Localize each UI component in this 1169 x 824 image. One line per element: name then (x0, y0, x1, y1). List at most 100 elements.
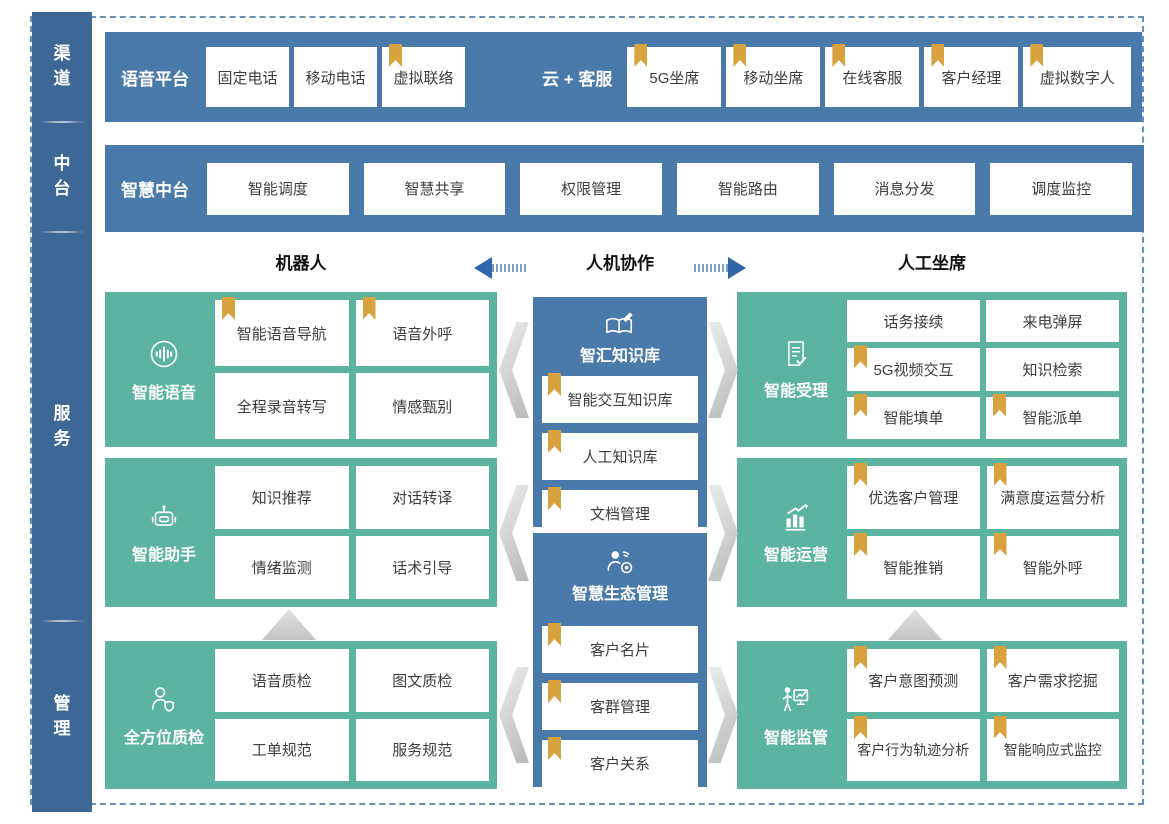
block-eco-management: 智慧生态管理 客户名片 客群管理 客户关系 (533, 533, 707, 787)
node-label: 满意度运营分析 (1000, 490, 1106, 507)
node-label: 全程录音转写 (236, 398, 327, 416)
layer-label: 中台 (53, 154, 71, 198)
node-label: 情感甄别 (392, 398, 453, 416)
node-label: 智能推销 (883, 560, 944, 577)
block-title: 智能受理 (763, 383, 828, 400)
layer-sidebar: 渠道 中台 服务 管理 (32, 12, 92, 812)
bookmark-icon (854, 463, 867, 486)
block-label: 智能监管 (745, 649, 847, 781)
node-knowledge-recommend: 知识推荐 (215, 466, 349, 529)
node-smart-routing: 智能路由 (677, 162, 819, 215)
node-label: 移动坐席 (743, 69, 804, 87)
node-label: 客户经理 (941, 69, 1002, 87)
bookmark-icon (733, 44, 747, 67)
arrow-right-icon (694, 257, 746, 279)
bookmark-icon (993, 646, 1007, 669)
block-knowledge-base: 智汇知识库 智能交互知识库 人工知识库 文档管理 (533, 297, 707, 537)
node-account-manager: 客户经理 (924, 44, 1019, 107)
doc-check-icon (780, 338, 812, 370)
node-label: 客户关系 (589, 756, 650, 773)
node-label: 权限管理 (561, 181, 622, 198)
node-behavior-trajectory-analysis: 客户行为轨迹分析 (847, 716, 980, 781)
arrow-left-icon (474, 257, 526, 279)
inspector-icon (147, 683, 181, 717)
column-header-collaboration: 人机协作 (586, 254, 654, 273)
node-label: 知识检索 (1022, 361, 1083, 379)
node-label: 知识推荐 (251, 490, 312, 507)
node-smart-promotion: 智能推销 (847, 533, 980, 599)
node-label: 5G坐席 (649, 69, 700, 87)
node-script-guidance: 话术引导 (355, 536, 489, 599)
sidebar-section-service: 服务 (32, 233, 92, 620)
node-online-service: 在线客服 (825, 44, 920, 107)
block-title: 智能助手 (131, 547, 196, 564)
bookmark-icon (548, 430, 561, 453)
node-voice-navigation: 智能语音导航 (215, 297, 349, 366)
panel-title: 智慧中台 (121, 181, 189, 200)
block-nodes: 智能语音导航 语音外呼 全程录音转写 情感甄别 (215, 297, 489, 439)
bookmark-icon (854, 393, 867, 417)
bookmark-icon (993, 533, 1007, 556)
block-nodes: 客户意图预测 客户需求挖掘 客户行为轨迹分析 智能响应式监控 (847, 646, 1119, 781)
block-title: 智汇知识库 (579, 348, 660, 365)
bookmark-icon (362, 297, 376, 320)
node-label: 移动电话 (305, 69, 366, 87)
node-label: 文档管理 (589, 506, 650, 523)
block-title: 智能语音 (131, 385, 196, 402)
block-label: 智能语音 (113, 300, 215, 439)
bookmark-icon (931, 44, 945, 67)
eco-person-icon (602, 546, 638, 578)
node-smart-dispatch: 智能调度 (207, 162, 349, 215)
sidebar-divider (39, 121, 85, 123)
block-smart-acceptance: 智能受理 话务接续 来电弹屏 5G视频交互 知识检索 智能填单 智能派单 (737, 292, 1127, 447)
node-interactive-kb: 智能交互知识库 (542, 373, 698, 423)
block-nodes: 话务接续 来电弹屏 5G视频交互 知识检索 智能填单 智能派单 (847, 300, 1119, 439)
node-label: 语音质检 (251, 672, 312, 690)
block-smart-voice: 智能语音 智能语音导航 语音外呼 全程录音转写 情感甄别 (105, 292, 497, 447)
node-label: 客户需求挖掘 (1007, 673, 1098, 690)
sidebar-section-channel: 渠道 (32, 12, 92, 121)
node-label: 消息分发 (874, 181, 935, 198)
bookmark-icon (634, 44, 648, 67)
node-label: 调度监控 (1031, 181, 1092, 198)
voice-platform-panel: 语音平台 固定电话 移动电话 虚拟联络 (105, 32, 531, 122)
bookmark-icon (548, 623, 561, 646)
arrowhead-left (474, 257, 492, 279)
node-dispatch-monitor: 调度监控 (990, 162, 1133, 215)
node-customer-card: 客户名片 (542, 623, 698, 673)
node-emotion-monitor: 情绪监测 (215, 536, 349, 599)
block-label: 智能助手 (113, 466, 215, 599)
node-smart-sharing: 智慧共享 (363, 162, 506, 215)
node-smart-outbound-call: 智能外呼 (986, 533, 1119, 599)
voice-wave-icon (146, 336, 182, 372)
node-fixed-phone: 固定电话 (206, 47, 289, 107)
block-nodes: 优选客户管理 满意度运营分析 智能推销 智能外呼 (847, 463, 1119, 599)
sidebar-divider (39, 231, 85, 233)
node-label: 客户意图预测 (868, 673, 959, 690)
node-incoming-popup: 来电弹屏 (986, 300, 1119, 343)
block-title: 智能监管 (763, 729, 828, 747)
block-smart-supervision: 智能监管 客户意图预测 客户需求挖掘 客户行为轨迹分析 智能响应式监控 (737, 641, 1127, 789)
node-label: 话务接续 (883, 313, 944, 331)
arrowhead-right (728, 257, 746, 279)
node-label: 智能填单 (883, 410, 944, 428)
node-label: 智能语音导航 (236, 325, 327, 343)
robot-icon (147, 500, 181, 534)
bookmark-icon (993, 393, 1006, 417)
node-label: 5G视频交互 (873, 361, 954, 379)
node-label: 智能派单 (1022, 410, 1083, 428)
node-full-recording-transcribe: 全程录音转写 (215, 373, 349, 439)
node-intent-prediction: 客户意图预测 (847, 646, 980, 712)
layer-label: 渠道 (53, 43, 71, 88)
node-label: 智能外呼 (1022, 560, 1083, 577)
bookmark-icon (389, 44, 402, 67)
node-label: 智慧共享 (404, 181, 465, 198)
node-virtual-human: 虚拟数字人 (1023, 44, 1132, 107)
bookmark-icon (854, 533, 867, 556)
node-label: 智能交互知识库 (567, 392, 673, 409)
node-label: 客户名片 (589, 642, 650, 659)
node-label: 智能调度 (247, 181, 308, 198)
node-voice-qc: 语音质检 (215, 649, 349, 712)
node-service-standard: 服务规范 (355, 718, 489, 781)
